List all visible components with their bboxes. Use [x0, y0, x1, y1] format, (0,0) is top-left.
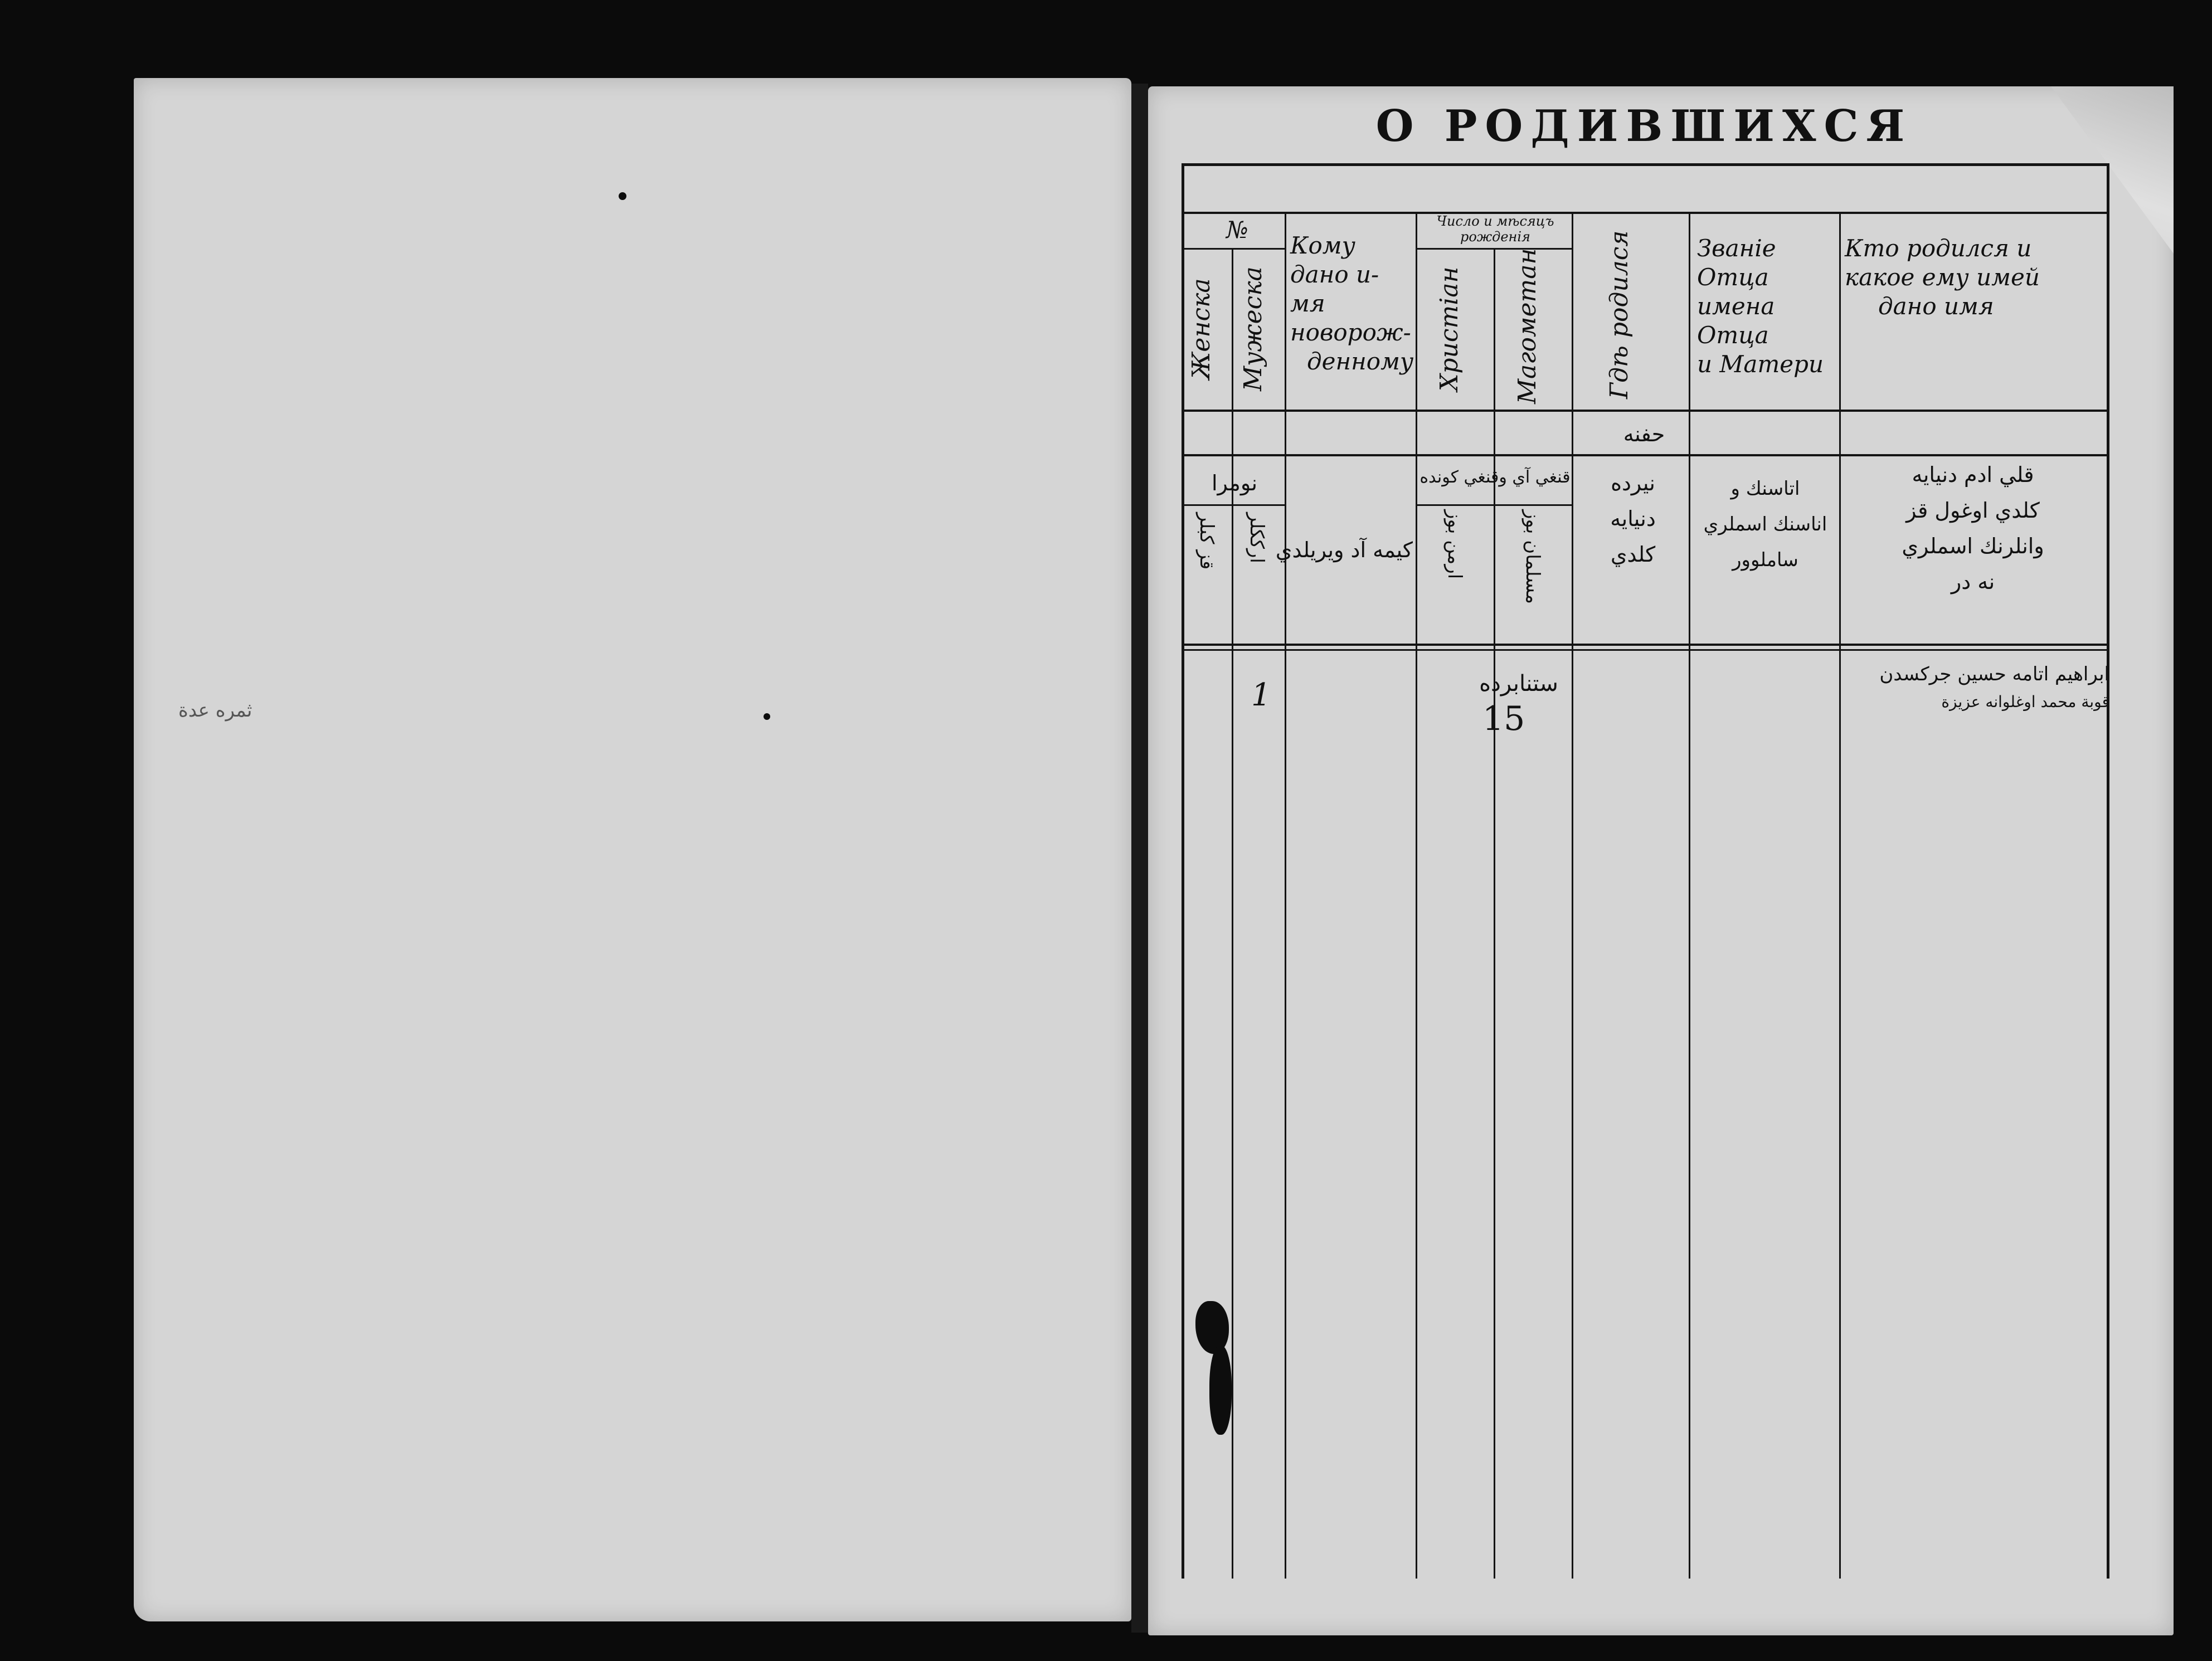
- header-christian: Христіан: [1435, 266, 1464, 391]
- header-date-of-birth: Число и мѣсяцъ рожденія: [1420, 213, 1571, 245]
- header-father-line: Званіе Отца: [1697, 235, 1776, 291]
- header-father-rank: Званіе Отца имена Отца и Матери: [1697, 234, 1836, 379]
- left-page: ثمره عدة: [134, 78, 1131, 1621]
- ink-blot: [1195, 1301, 1229, 1354]
- header-where-born: Гдѣ родился: [1605, 230, 1634, 400]
- tr-who-line: كلدي اوغول قز: [1906, 498, 2040, 523]
- tr-header-where-born: نيرده دنيايه كلدي: [1580, 465, 1686, 572]
- tr-father-line: ساملوور: [1732, 549, 1798, 571]
- entry-who-line: قوبة محمد اوغلوانه عزيزة: [1941, 693, 2109, 711]
- tr-header-date: قنغي آي وقنغي كونده: [1419, 467, 1571, 487]
- tr-where-line: نيرده: [1611, 471, 1655, 495]
- header-who-born: Кто родился и какое ему имей дано имя: [1845, 234, 2101, 321]
- header-date-line: рожденія: [1460, 229, 1530, 245]
- header-number: №: [1226, 216, 1248, 243]
- entry-who-line: ابراهيم اتامه حسين جركسدن: [1879, 663, 2109, 685]
- header-father-line: и Матери: [1697, 350, 1824, 378]
- tr-who-line: قلي ادم دنيايه: [1912, 462, 2034, 487]
- faint-bleedthrough-note: ثمره عدة: [178, 699, 252, 722]
- register-title: О РОДИВШИХСЯ: [1375, 101, 1913, 152]
- entry-date-day: 15: [1482, 699, 1525, 738]
- tr-header-name-given: كيمه آد ويريلدي: [1275, 538, 1413, 562]
- tr-header-muslim: مسلمان بوز: [1521, 510, 1544, 605]
- ink-dot: [764, 713, 770, 720]
- tr-header-male: ارككلر: [1246, 513, 1268, 563]
- tr-where-line: كلدي: [1610, 542, 1656, 567]
- header-female: Женска: [1187, 278, 1216, 379]
- header-who-line: дано имя: [1878, 293, 1994, 320]
- section-word: حفنه: [1623, 422, 1665, 446]
- tr-header-female: قز كبلر: [1195, 513, 1218, 570]
- header-who-line: какое ему имей: [1845, 264, 2040, 291]
- tr-where-line: دنيايه: [1610, 506, 1656, 531]
- header-name-given-line: Кому дано и-: [1290, 232, 1379, 288]
- ink-dot: [619, 192, 626, 200]
- header-muslim: Магометан: [1513, 248, 1542, 404]
- book-spine: [1131, 84, 1148, 1633]
- tr-header-christian: ارمن بوز: [1443, 510, 1466, 579]
- header-name-given-line: денному: [1307, 348, 1414, 375]
- entry-date-month: ستنابرده: [1479, 671, 1558, 696]
- tr-header-father-rank: اتاسنك و اناسنك اسملري ساملوور: [1694, 471, 1836, 578]
- tr-father-line: اتاسنك و: [1730, 478, 1800, 500]
- right-page: О РОДИВШИХСЯ № Женска Мужеска Кому дано …: [1148, 86, 2174, 1635]
- header-name-given: Кому дано и- мя новорож- денному: [1290, 231, 1413, 376]
- tr-father-line: اناسنك اسملري: [1703, 513, 1827, 535]
- entry-who-born: ابراهيم اتامه حسين جركسدن قوبة محمد اوغل…: [1842, 660, 2109, 716]
- header-who-line: Кто родился и: [1845, 235, 2032, 262]
- ink-blot: [1209, 1346, 1232, 1435]
- tr-who-line: نه در: [1951, 569, 1995, 594]
- entry-male-number: 1: [1251, 677, 1271, 713]
- header-male: Мужеска: [1239, 266, 1267, 391]
- tr-who-line: وانلرنك اسملري: [1902, 534, 2044, 558]
- register-form: О РОДИВШИХСЯ № Женска Мужеска Кому дано …: [1148, 86, 2174, 1635]
- header-father-line: имена Отца: [1697, 293, 1775, 349]
- header-date-line: Число и мѣсяцъ: [1436, 213, 1554, 229]
- tr-header-who-born: قلي ادم دنيايه كلدي اوغول قز وانلرنك اسم…: [1845, 457, 2101, 600]
- header-name-given-line: мя новорож-: [1290, 290, 1411, 346]
- tr-header-number: نومرا: [1211, 471, 1258, 495]
